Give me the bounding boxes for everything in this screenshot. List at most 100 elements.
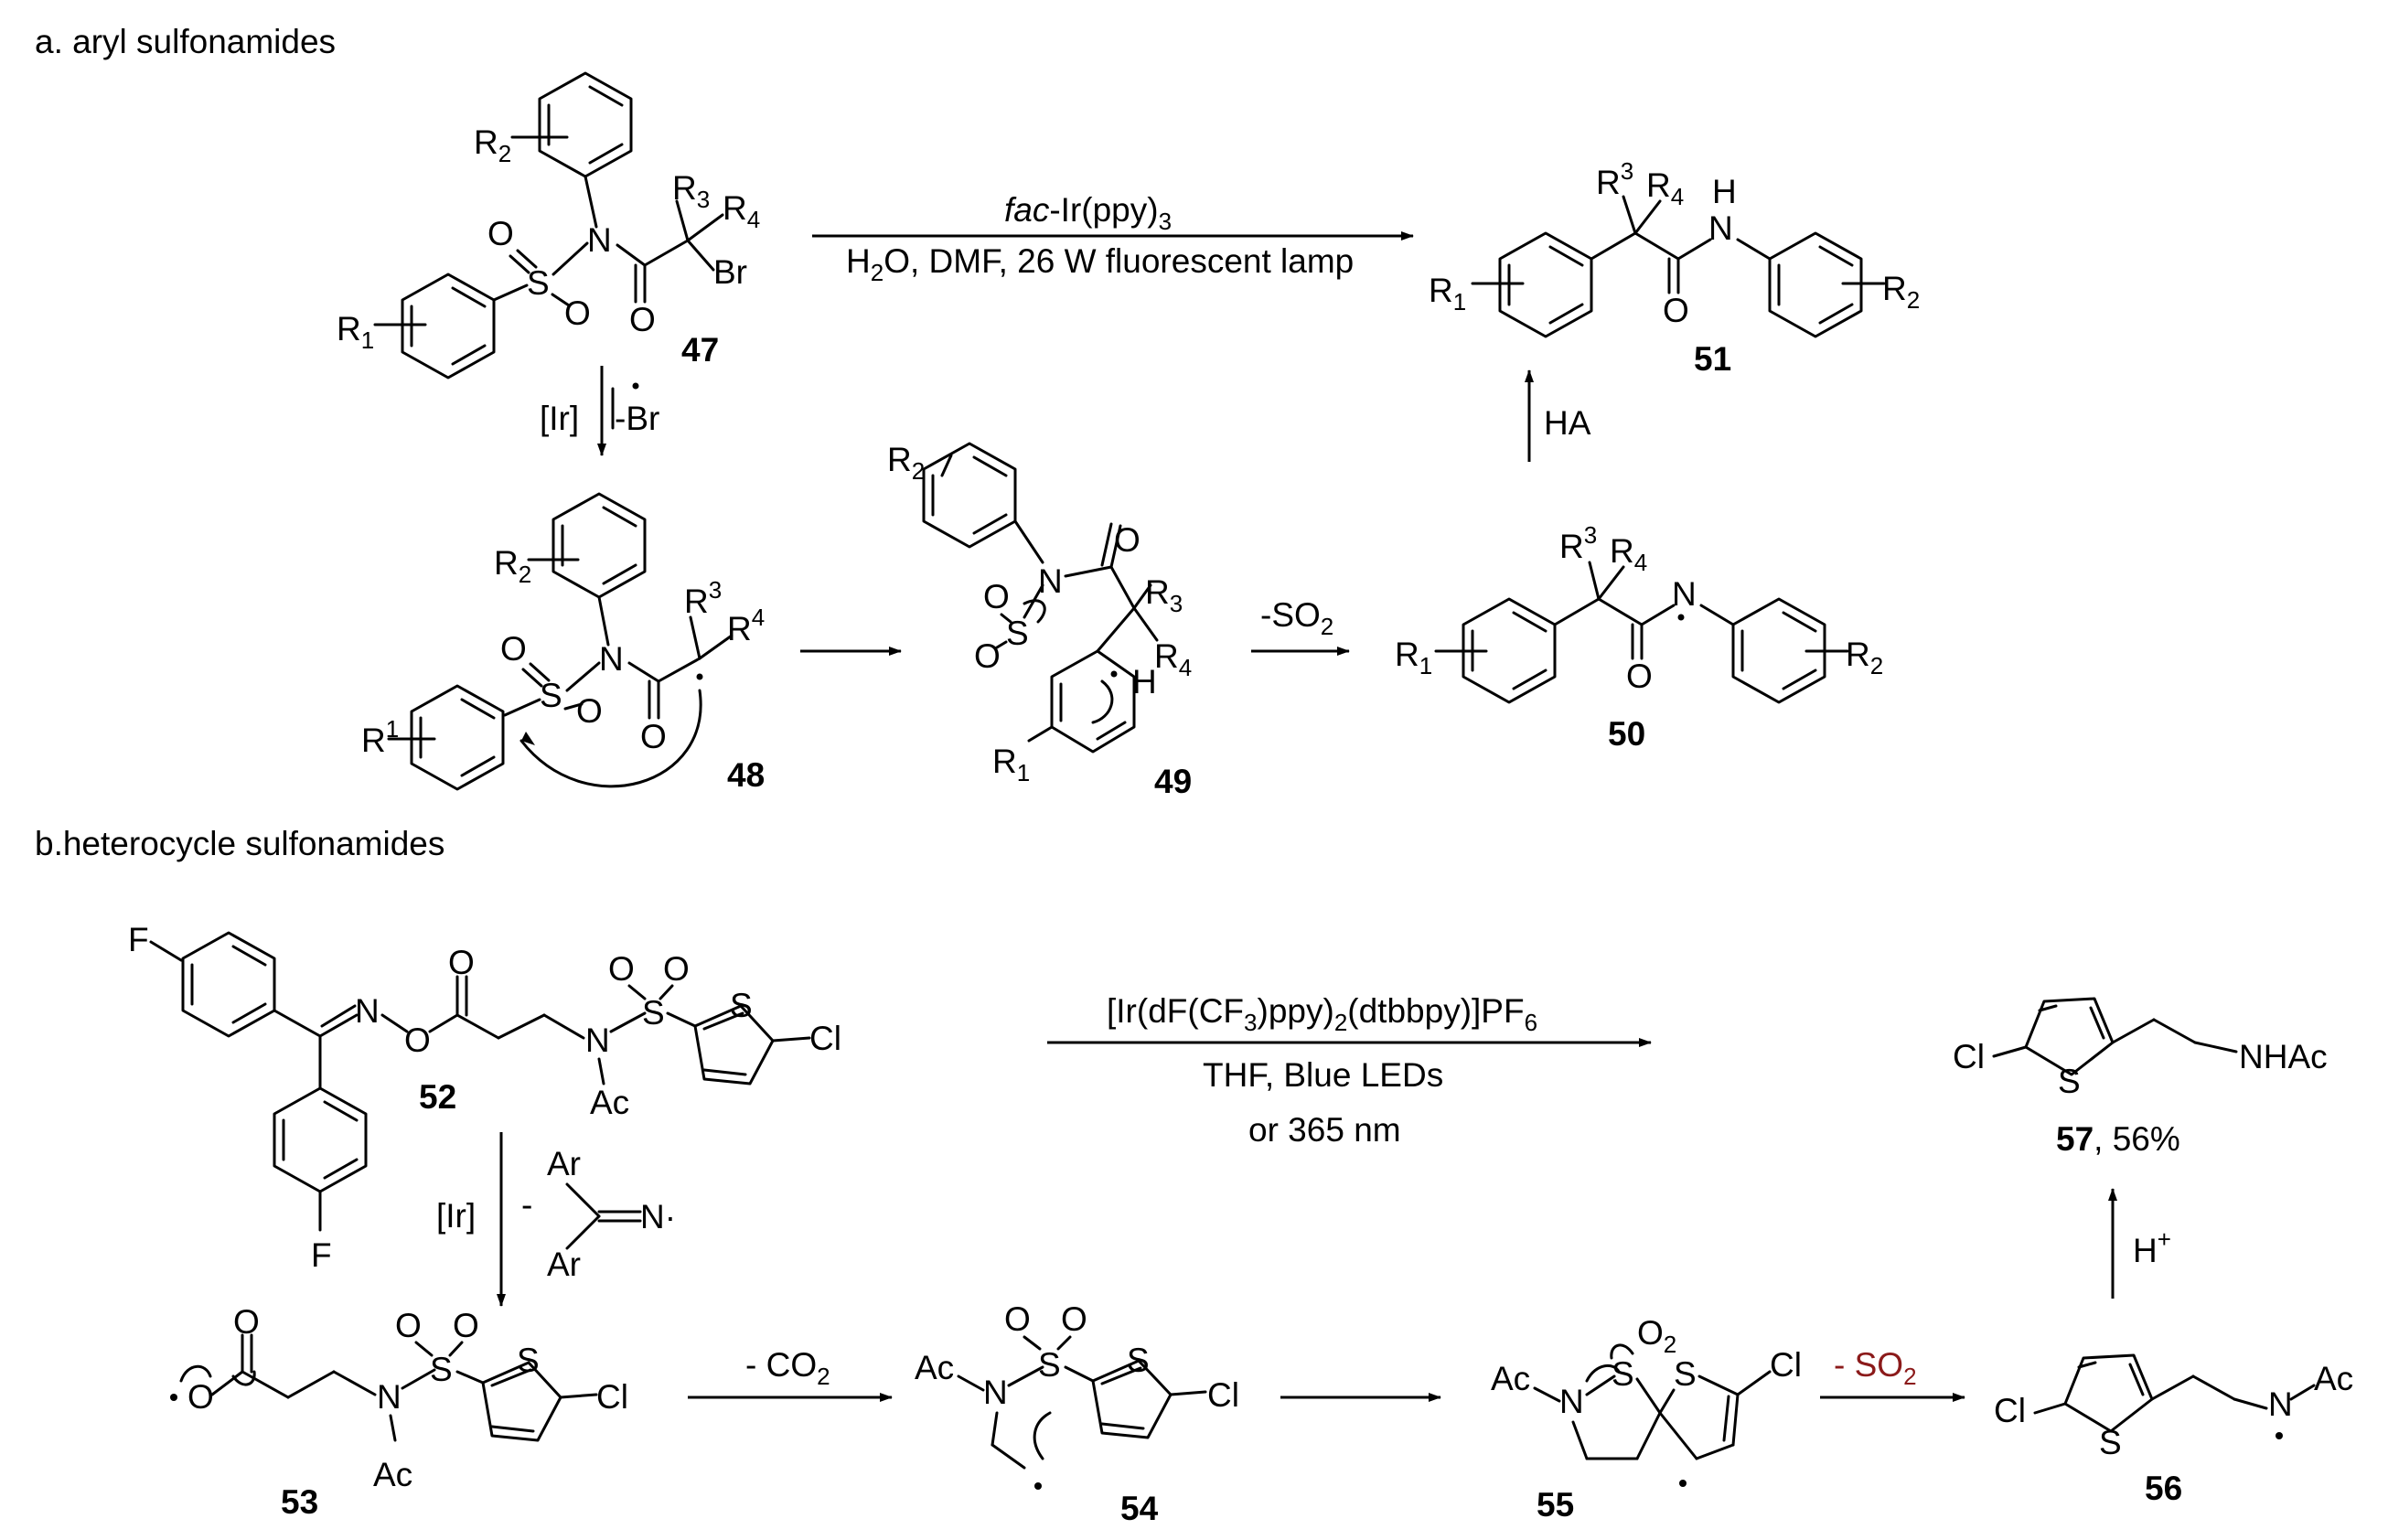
svg-text:R4: R4 bbox=[1154, 637, 1192, 681]
svg-text:N: N bbox=[587, 221, 612, 259]
section-b-title: b.heterocycle sulfonamides bbox=[35, 825, 444, 862]
svg-text:O: O bbox=[187, 1378, 214, 1416]
svg-text:O: O bbox=[404, 1021, 431, 1059]
svg-text:R2: R2 bbox=[1882, 270, 1920, 314]
compound-52: F N O O N Ac S O O S Cl bbox=[128, 921, 841, 1274]
svg-text:R1: R1 bbox=[361, 715, 399, 759]
svg-text:N: N bbox=[355, 992, 380, 1030]
svg-text:S: S bbox=[1127, 1342, 1150, 1379]
svg-text:N: N bbox=[2268, 1385, 2293, 1423]
svg-text:R3: R3 bbox=[1559, 521, 1597, 565]
condition-so2-a: -SO2 bbox=[1260, 596, 1333, 640]
svg-text:Cl: Cl bbox=[1207, 1376, 1239, 1414]
svg-text:N: N bbox=[1038, 562, 1063, 600]
compound-48: R2 N S O O R1 O R3 R4 bbox=[361, 492, 765, 791]
svg-text:S: S bbox=[1612, 1355, 1634, 1393]
section-a-title: a. aryl sulfonamides bbox=[35, 23, 336, 60]
svg-text:O: O bbox=[974, 637, 1001, 675]
svg-text:S: S bbox=[430, 1351, 453, 1388]
diarylimine-byproduct: Ar Ar N· bbox=[547, 1145, 676, 1283]
svg-text:O: O bbox=[448, 944, 475, 981]
condition-light-b: or 365 nm bbox=[1248, 1111, 1401, 1149]
svg-text:S: S bbox=[540, 677, 562, 714]
condition-ha-a: HA bbox=[1544, 404, 1591, 442]
condition-catalyst-b: [Ir(dF(CF3)ppy)2(dtbbpy)]PF6 bbox=[1107, 992, 1537, 1036]
svg-text:R1: R1 bbox=[1395, 636, 1432, 679]
compound-50: R1 R3 R4 O N R2 bbox=[1395, 521, 1883, 704]
svg-text:R3: R3 bbox=[672, 169, 710, 213]
svg-text:R2: R2 bbox=[1846, 636, 1883, 679]
svg-text:R3: R3 bbox=[1596, 157, 1633, 201]
svg-text:R4: R4 bbox=[727, 604, 765, 647]
compound-label-47: 47 bbox=[681, 331, 719, 369]
svg-text:R4: R4 bbox=[1646, 166, 1684, 210]
svg-text:R1: R1 bbox=[337, 310, 374, 354]
compound-label-49: 49 bbox=[1154, 763, 1192, 800]
svg-text:Br: Br bbox=[713, 253, 747, 291]
svg-text:NHAc: NHAc bbox=[2239, 1038, 2328, 1075]
svg-text:O: O bbox=[1061, 1300, 1087, 1338]
compound-label-51: 51 bbox=[1694, 340, 1731, 378]
svg-text:N·: N· bbox=[640, 1198, 676, 1235]
svg-text:S: S bbox=[2058, 1063, 2081, 1100]
condition-solvent-a: H2O, DMF, 26 W fluorescent lamp bbox=[846, 242, 1354, 286]
compound-53: O O N Ac S O O S Cl bbox=[170, 1303, 628, 1493]
condition-ir-b: [Ir] bbox=[436, 1197, 476, 1235]
svg-text:N: N bbox=[1672, 575, 1697, 613]
condition-solvent-b: THF, Blue LEDs bbox=[1203, 1056, 1443, 1094]
svg-text:O: O bbox=[608, 950, 635, 988]
svg-text:Ar: Ar bbox=[547, 1246, 581, 1283]
svg-text:Ar: Ar bbox=[547, 1145, 581, 1182]
svg-text:O: O bbox=[1663, 292, 1689, 329]
svg-text:N: N bbox=[599, 640, 624, 678]
svg-text:Cl: Cl bbox=[1994, 1392, 2026, 1429]
compound-label-54: 54 bbox=[1120, 1490, 1159, 1527]
svg-text:Cl: Cl bbox=[596, 1378, 628, 1416]
svg-text:S: S bbox=[527, 264, 550, 302]
compound-label-57: 57, 56% bbox=[2056, 1120, 2180, 1158]
svg-text:O: O bbox=[564, 294, 591, 332]
svg-text:H: H bbox=[1132, 663, 1157, 700]
svg-text:O: O bbox=[629, 301, 656, 338]
svg-text:N: N bbox=[983, 1374, 1008, 1411]
svg-text:Cl: Cl bbox=[809, 1020, 841, 1057]
svg-text:Ac: Ac bbox=[373, 1456, 412, 1493]
svg-text:R2: R2 bbox=[887, 441, 925, 485]
svg-text:R1: R1 bbox=[1429, 272, 1466, 315]
compound-label-52: 52 bbox=[419, 1078, 456, 1116]
svg-text:R1: R1 bbox=[992, 743, 1030, 786]
compound-47: R2 N S O O R1 O R3 R4 Br bbox=[337, 71, 760, 380]
svg-text:S: S bbox=[642, 994, 665, 1032]
compound-label-50: 50 bbox=[1608, 715, 1645, 753]
svg-text:F: F bbox=[311, 1236, 332, 1274]
condition-minus-b: - bbox=[521, 1186, 532, 1224]
svg-text:R4: R4 bbox=[1610, 532, 1647, 576]
compound-54: Ac N S O O S Cl bbox=[915, 1300, 1239, 1490]
svg-text:F: F bbox=[128, 921, 149, 958]
svg-text:S: S bbox=[2099, 1424, 2122, 1461]
svg-text:S: S bbox=[1674, 1355, 1697, 1393]
svg-text:N: N bbox=[585, 1021, 610, 1059]
compound-label-53: 53 bbox=[281, 1483, 318, 1521]
svg-text:S: S bbox=[517, 1342, 540, 1379]
compound-label-55: 55 bbox=[1537, 1486, 1574, 1524]
svg-text:Ac: Ac bbox=[915, 1349, 954, 1386]
condition-br-a: -Br bbox=[615, 400, 659, 437]
svg-text:O: O bbox=[453, 1307, 479, 1344]
svg-text:R2: R2 bbox=[474, 123, 511, 167]
svg-text:O: O bbox=[1114, 521, 1140, 559]
compound-label-56: 56 bbox=[2145, 1470, 2182, 1507]
svg-text:N: N bbox=[1559, 1383, 1584, 1420]
compound-label-48: 48 bbox=[727, 756, 765, 794]
condition-catalyst-a: fac-Ir(ppy)3 bbox=[1004, 191, 1172, 235]
svg-text:N: N bbox=[1708, 209, 1733, 247]
compound-49: R2 N O R3 R4 H S O O R1 bbox=[887, 441, 1192, 786]
condition-so2-b: - SO2 bbox=[1834, 1346, 1917, 1390]
svg-text:Ac: Ac bbox=[590, 1084, 629, 1121]
svg-text:Cl: Cl bbox=[1953, 1038, 1985, 1075]
svg-text:O: O bbox=[500, 630, 527, 668]
svg-text:O: O bbox=[1004, 1300, 1031, 1338]
svg-text:O: O bbox=[395, 1307, 422, 1344]
svg-text:O2: O2 bbox=[1637, 1314, 1676, 1358]
